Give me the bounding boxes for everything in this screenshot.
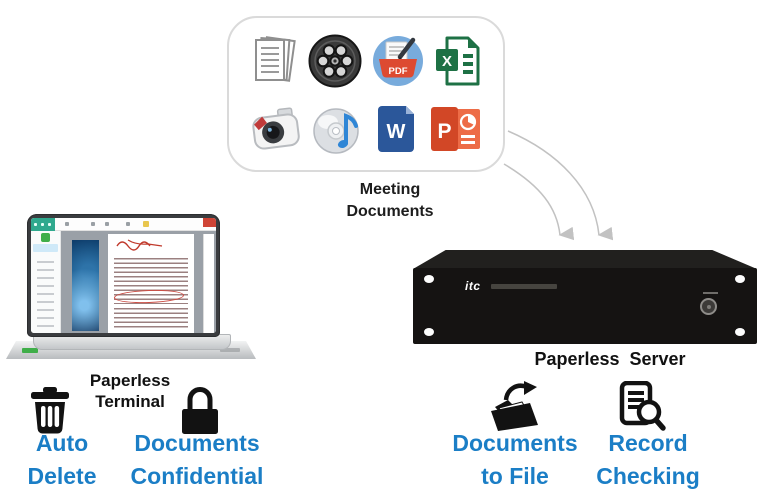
viewer-toolbar bbox=[31, 218, 216, 231]
excel-icon: X bbox=[435, 36, 480, 85]
powerpoint-icon-label: P bbox=[437, 120, 451, 143]
paperless-terminal-caption: Paperless Terminal bbox=[89, 371, 171, 411]
image-thumbnail bbox=[72, 240, 99, 331]
camera-icon bbox=[252, 106, 300, 150]
viewer-close-icon bbox=[203, 218, 216, 227]
server-front-panel: itc bbox=[413, 268, 757, 344]
paperless-server-caption: Paperless Server bbox=[534, 349, 686, 369]
toolbar-icon bbox=[105, 222, 109, 226]
excel-icon-label: X bbox=[442, 53, 452, 70]
word-icon-label: W bbox=[387, 121, 406, 143]
trash-icon bbox=[31, 387, 69, 434]
selected-file-row bbox=[33, 244, 58, 252]
lock-icon bbox=[182, 387, 218, 434]
terminal-brand-mark bbox=[22, 348, 38, 353]
sidebar-app-icon bbox=[41, 233, 50, 242]
terminal-base-text bbox=[220, 348, 240, 352]
file-icons-row-2: W P bbox=[249, 103, 483, 155]
toolbar-icon bbox=[91, 222, 95, 226]
file-icons-row-1: PDF X bbox=[249, 34, 483, 88]
video-reel-icon bbox=[308, 34, 362, 87]
audio-cd-icon bbox=[313, 107, 359, 154]
file-list-rows bbox=[37, 255, 54, 331]
pdf-icon: PDF bbox=[372, 35, 423, 86]
arrow-documents-to-server-outer bbox=[507, 130, 614, 241]
server-brand-subtext bbox=[491, 284, 557, 289]
meeting-documents-box: PDF X bbox=[227, 16, 505, 172]
feature-documents-to-file-label: Documents to File bbox=[452, 430, 578, 489]
pdf-icon-label: PDF bbox=[388, 66, 407, 77]
red-handwriting-annotation bbox=[116, 239, 163, 251]
toolbar-icon bbox=[143, 221, 149, 227]
toolbar-icon bbox=[65, 222, 69, 226]
document-text-lines bbox=[114, 308, 188, 330]
folder-file-icon bbox=[491, 381, 538, 431]
word-icon: W bbox=[378, 105, 414, 152]
annotated-document-page bbox=[108, 234, 194, 333]
laptop-screen bbox=[27, 214, 220, 337]
viewer-body bbox=[31, 231, 216, 333]
screw-icon bbox=[735, 275, 745, 283]
server-brand-logo: itc bbox=[465, 279, 481, 293]
document-preview-area bbox=[61, 231, 216, 333]
feature-auto-delete-label: Auto Delete bbox=[27, 430, 97, 489]
file-list-sidebar bbox=[31, 231, 61, 333]
toolbar-icon bbox=[126, 222, 130, 226]
power-button bbox=[700, 298, 717, 315]
arrow-documents-to-server-inner bbox=[503, 163, 575, 241]
document-page-edge bbox=[203, 234, 214, 333]
record-check-icon bbox=[619, 381, 666, 431]
screw-icon bbox=[735, 328, 745, 336]
server-top-panel bbox=[413, 250, 757, 269]
feature-record-checking-label: Record Checking bbox=[596, 430, 700, 489]
document-viewer-app bbox=[31, 218, 216, 333]
meeting-documents-caption: Meeting Documents bbox=[346, 181, 434, 220]
viewer-menu-icon bbox=[31, 218, 55, 231]
screw-icon bbox=[424, 275, 434, 283]
screw-icon bbox=[424, 328, 434, 336]
power-label bbox=[703, 292, 718, 294]
document-text-lines bbox=[114, 258, 188, 304]
powerpoint-icon: P bbox=[431, 106, 480, 151]
feature-documents-confidential-label: Documents Confidential bbox=[130, 430, 264, 489]
documents-stack-icon bbox=[255, 35, 296, 82]
